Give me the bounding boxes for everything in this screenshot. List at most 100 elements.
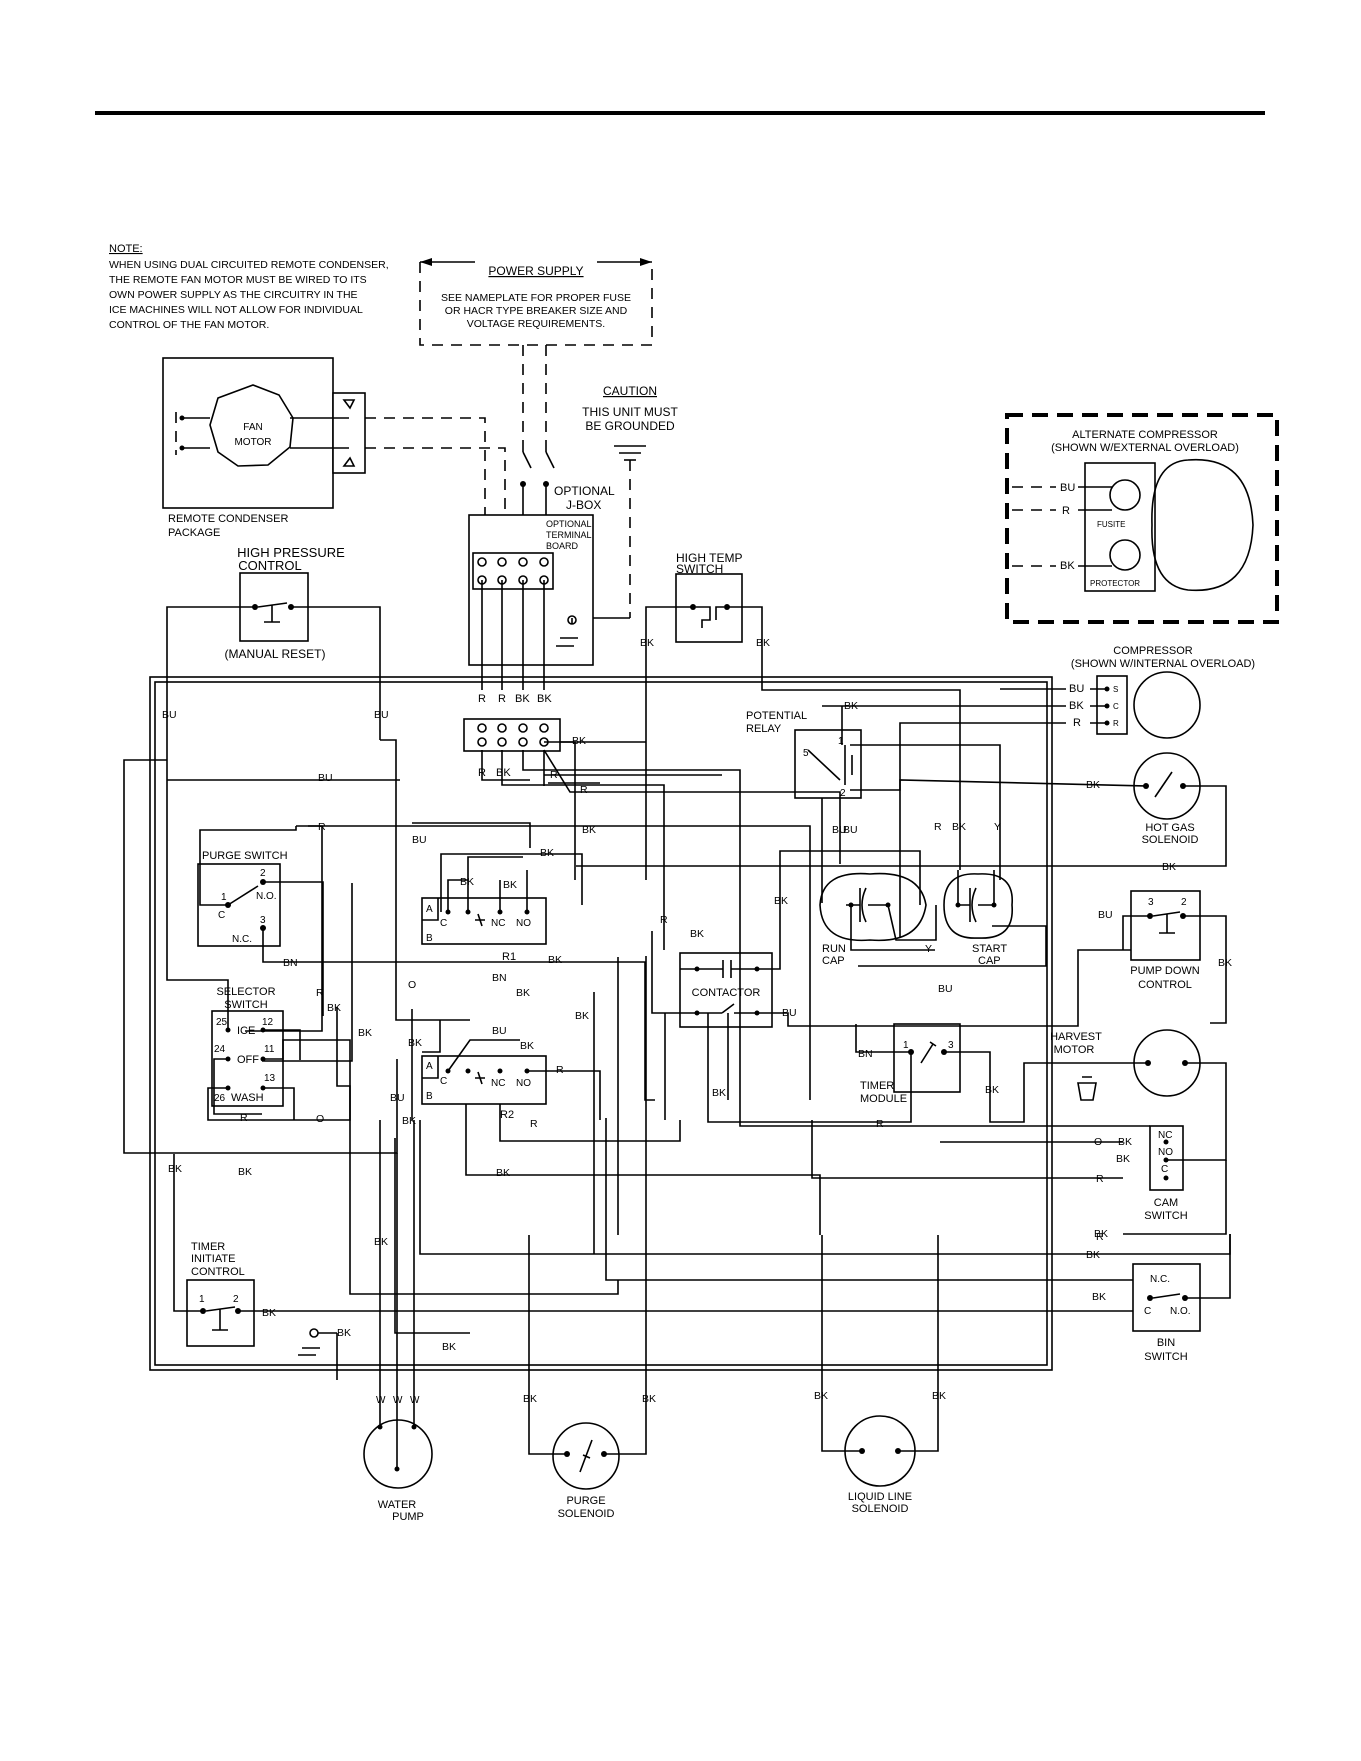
- potential-relay-label: POTENTIAL: [746, 710, 807, 722]
- wire-label: R: [1096, 1231, 1104, 1243]
- wire-label: BK: [640, 637, 654, 649]
- optional-terminal-board: OPTIONAL TERMINAL BOARD: [468, 514, 594, 690]
- wire-label: R: [318, 821, 326, 833]
- water-pump-label: WATER: [378, 1499, 417, 1511]
- control-box: [149, 676, 1053, 1371]
- switch-terminal: 2: [260, 868, 266, 879]
- capacitor-icon: [819, 872, 927, 942]
- compressor-label: (SHOWN W/INTERNAL OVERLOAD): [1071, 658, 1255, 670]
- caution-title: CAUTION: [603, 384, 657, 398]
- wire-label: BK: [358, 1027, 372, 1039]
- high-pressure-label: CONTROL: [238, 558, 302, 573]
- wire-label: BK: [952, 821, 966, 833]
- remote-condenser-label: PACKAGE: [168, 527, 220, 539]
- wire-label: Y: [994, 821, 1001, 833]
- relay-terminal: NO: [516, 1078, 531, 1089]
- switch-terminal: 24: [214, 1044, 226, 1055]
- relay-terminal: C: [440, 918, 447, 929]
- control-wiring: [123, 618, 1231, 1383]
- wire-label: BK: [442, 1341, 456, 1353]
- power-supply-line: OR HACR TYPE BREAKER SIZE AND: [445, 305, 628, 317]
- note-line: ICE MACHINES WILL NOT ALLOW FOR INDIVIDU…: [109, 304, 363, 316]
- relay-r2: A C B NC NO R2: [421, 1055, 547, 1121]
- switch-terminal: N.O.: [1170, 1306, 1191, 1317]
- selector-label: SELECTOR: [216, 986, 275, 998]
- timer-initiate-label: INITIATE: [191, 1253, 235, 1265]
- switch-terminal: C: [1161, 1164, 1168, 1175]
- wire-label: R: [1096, 1173, 1104, 1185]
- wire-label: BK: [572, 735, 586, 747]
- terminal-board-label: TERMINAL: [546, 530, 592, 540]
- note-block: NOTE: WHEN USING DUAL CIRCUITED REMOTE C…: [109, 243, 389, 331]
- switch-terminal: N.O.: [256, 891, 277, 902]
- switch-terminal: 3: [260, 915, 266, 926]
- wire-label: BK: [712, 1087, 726, 1099]
- relay-terminal: C: [440, 1076, 447, 1087]
- wire-label: BK: [844, 700, 858, 712]
- wire-label: R: [316, 987, 324, 999]
- harvest-motor-label: HARVEST: [1050, 1031, 1102, 1043]
- wire-label: BK: [1218, 957, 1232, 969]
- wire-label: BU: [162, 709, 177, 721]
- switch-terminal: 3: [1148, 897, 1154, 908]
- pump-down-label: CONTROL: [1138, 979, 1192, 991]
- potential-relay: POTENTIAL RELAY 5 1 2: [746, 710, 862, 799]
- wire-label: BK: [575, 1010, 589, 1022]
- power-supply-line: VOLTAGE REQUIREMENTS.: [467, 318, 605, 330]
- alt-compressor-label: ALTERNATE COMPRESSOR: [1072, 429, 1218, 441]
- switch-terminal: 12: [262, 1017, 274, 1028]
- harvest-motor-label: MOTOR: [1054, 1044, 1095, 1056]
- wire-label: BK: [814, 1390, 828, 1402]
- wire-label: BU: [412, 834, 427, 846]
- power-supply-block: POWER SUPPLY SEE NAMEPLATE FOR PROPER FU…: [419, 258, 653, 440]
- wire-label: BK: [774, 895, 788, 907]
- wire-label: BU: [374, 709, 389, 721]
- note-line: THE REMOTE FAN MOTOR MUST BE WIRED TO IT…: [109, 274, 367, 286]
- selector-label: SWITCH: [224, 999, 267, 1011]
- wire-label: R: [240, 1112, 248, 1124]
- wire-label: BK: [690, 928, 704, 940]
- note-line: OWN POWER SUPPLY AS THE CIRCUITRY IN THE: [109, 289, 358, 301]
- switch-terminal: 26: [214, 1093, 226, 1104]
- wire-label: R: [1062, 505, 1070, 517]
- switch-terminal: C: [1144, 1306, 1151, 1317]
- power-supply-line: SEE NAMEPLATE FOR PROPER FUSE: [441, 292, 631, 304]
- wire-label: O: [408, 979, 416, 991]
- wire-label: BK: [1086, 779, 1100, 791]
- wire-label: R: [498, 693, 506, 705]
- alt-compressor-label: (SHOWN W/EXTERNAL OVERLOAD): [1051, 442, 1239, 454]
- wire-label: BN: [283, 957, 298, 969]
- timer-module-label: MODULE: [860, 1093, 907, 1105]
- wire-label: W: [410, 1395, 420, 1406]
- wire-label: BK: [1069, 700, 1084, 712]
- high-temp-switch: HIGH TEMP SWITCH: [645, 551, 961, 880]
- switch-terminal: 3: [948, 1040, 954, 1051]
- manual-reset-label: (MANUAL RESET): [225, 647, 326, 661]
- purge-switch-label: PURGE SWITCH: [202, 850, 288, 862]
- start-cap-label: CAP: [978, 955, 1001, 967]
- switch-terminal: 25: [216, 1017, 228, 1028]
- wire-label: BK: [548, 954, 562, 966]
- wire-label: BK: [516, 987, 530, 999]
- wire-label: BU: [1060, 482, 1075, 494]
- caution-block: CAUTION THIS UNIT MUST BE GROUNDED: [575, 384, 679, 619]
- note-line: WHEN USING DUAL CIRCUITED REMOTE CONDENS…: [109, 259, 389, 271]
- switch-terminal: 1: [199, 1294, 205, 1305]
- liquid-line-label: SOLENOID: [852, 1503, 909, 1515]
- wire-label: BU: [832, 824, 847, 836]
- terminal-strip: R R BK BK R BK: [463, 693, 561, 779]
- wire-label: R: [934, 821, 942, 833]
- wire-label: R: [530, 1118, 538, 1130]
- switch-terminal: NO: [1158, 1147, 1173, 1158]
- wire-label: BK: [1116, 1153, 1130, 1165]
- relay-terminal: NC: [491, 1078, 505, 1089]
- liquid-line-solenoid: LIQUID LINE SOLENOID: [821, 1235, 939, 1515]
- bin-switch-label: BIN: [1157, 1337, 1175, 1349]
- wire-label: BK: [582, 824, 596, 836]
- jbox-optional-label: OPTIONAL: [554, 484, 615, 498]
- relay-terminal: 2: [840, 788, 846, 799]
- relay-r1: A C B NC NO R1: [421, 897, 547, 963]
- capacitor-icon: [943, 873, 1013, 939]
- ground-icon: [298, 1328, 337, 1356]
- compressor-pin: C: [1113, 702, 1119, 711]
